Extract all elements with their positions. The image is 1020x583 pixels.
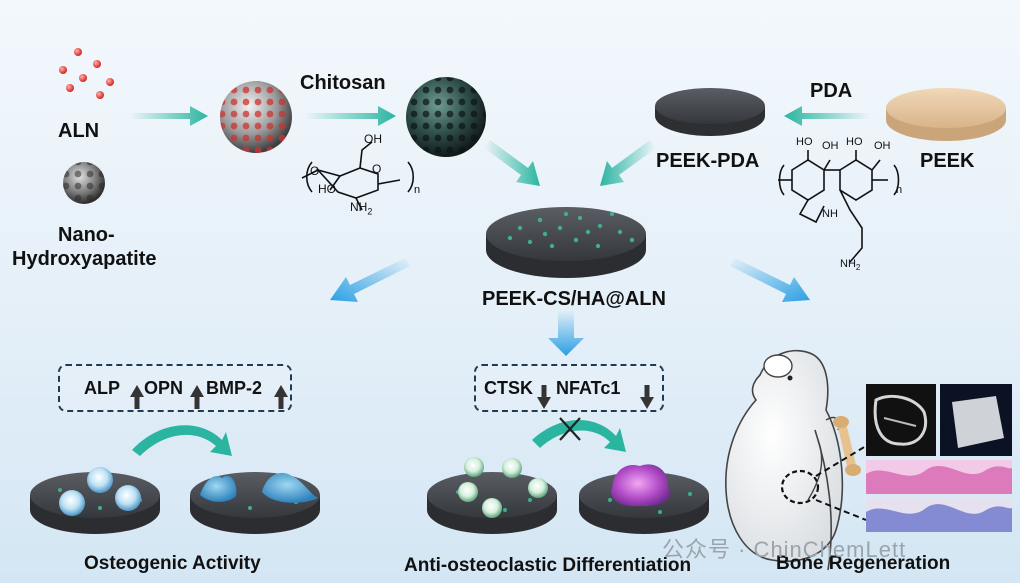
down-arrow-icon (537, 385, 654, 409)
caption-anti-osteoclastic: Anti-osteoclastic Differentiation (404, 555, 692, 576)
chitosan-o-left: O (310, 164, 320, 178)
pda-ho-3: HO (846, 136, 863, 148)
marker-ctsk: CTSK (484, 378, 533, 398)
arrow-osteoclastic-curve (532, 419, 626, 452)
label-aln: ALN (58, 120, 100, 142)
label-chitosan: Chitosan (300, 72, 386, 94)
pda-structure (778, 150, 900, 263)
femur-bone (833, 416, 861, 476)
osteoclast-cell (611, 464, 671, 507)
arrow-to-bone-regeneration (730, 258, 810, 302)
osteogenic-marker-box (58, 364, 292, 412)
osteoclastic-disc-right (579, 464, 709, 534)
hydroxyapatite-sphere (63, 162, 105, 204)
peek-pda-disc (655, 88, 765, 136)
up-arrow-icon (130, 385, 288, 409)
label-peek-pda: PEEK-PDA (656, 150, 760, 172)
macrophage-cell (482, 498, 502, 518)
spread-cell (200, 475, 237, 502)
aln-loaded-sphere (220, 81, 292, 153)
arrow-aln-to-sphere (130, 106, 208, 126)
histology-panel (866, 460, 1012, 532)
chitosan-ho: HO (318, 182, 336, 196)
micro-ct-panel (866, 384, 1012, 456)
chitosan-n: n (414, 184, 421, 196)
mesenchymal-cell (115, 485, 141, 511)
osteoclastic-disc-left (427, 457, 557, 534)
label-pda: PDA (810, 80, 853, 102)
pda-oh-4: OH (874, 140, 891, 152)
label-composite: PEEK-CS/HA@ALN (482, 288, 666, 310)
label-nano-ha-line1: Nano- (58, 224, 115, 246)
osteogenic-disc-right (190, 472, 320, 534)
peek-disc (886, 88, 1006, 141)
pda-nh2: NH2 (840, 258, 861, 273)
watermark: 公众号 · ChinChemLett (662, 537, 907, 562)
chitosan-o-ring: O (372, 162, 382, 176)
pda-n: n (896, 184, 903, 196)
marker-alp: ALP (84, 378, 120, 398)
arrow-osteogenic-curve (132, 425, 232, 456)
arrow-peek-to-peekpda (784, 106, 870, 126)
chitosan-oh-top: OH (364, 132, 382, 146)
implant-site-circle (780, 469, 820, 505)
chitosan-structure (301, 141, 415, 211)
composite-disc (486, 207, 646, 278)
pda-oh-2: OH (822, 140, 839, 152)
caption-osteogenic: Osteogenic Activity (84, 553, 261, 574)
macrophage-cell (502, 458, 522, 478)
chitosan-nh2: NH2 (350, 200, 373, 217)
pda-nh: NH (822, 208, 838, 220)
mesenchymal-cell (59, 490, 85, 516)
arrow-to-osteoclastic (548, 310, 584, 356)
aln-nanoparticles (59, 48, 114, 99)
arrow-to-chitosan-sphere (305, 106, 396, 126)
macrophage-cell (528, 478, 548, 498)
macrophage-cell (458, 482, 478, 502)
spread-cell (262, 472, 318, 503)
inhibition-cross (559, 417, 581, 441)
label-nano-ha-line2: Hydroxyapatite (12, 248, 157, 270)
arrow-peekpda-to-composite (600, 140, 656, 186)
mesenchymal-cell (87, 467, 113, 493)
caption-bone-regeneration: Bone Regeneration (776, 553, 951, 574)
marker-bmp2: BMP-2 (206, 378, 263, 398)
label-peek: PEEK (920, 150, 975, 172)
zoom-lines (815, 445, 867, 521)
arrow-to-osteogenic (330, 258, 410, 302)
marker-opn: OPN (144, 378, 184, 398)
arrow-sphere-to-composite (484, 140, 540, 186)
osteoclastic-marker-box (474, 364, 664, 412)
marker-nfatc1: NFATc1 (556, 378, 621, 398)
chitosan-coated-sphere (406, 77, 486, 157)
osteogenic-disc-left (30, 467, 160, 534)
pda-ho-1: HO (796, 136, 813, 148)
macrophage-cell (464, 457, 484, 477)
